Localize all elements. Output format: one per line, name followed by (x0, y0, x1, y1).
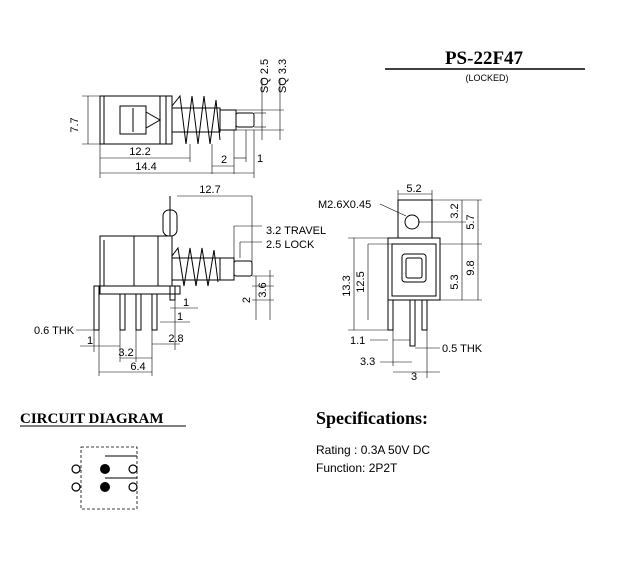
side-body-outline (99, 235, 173, 287)
end-pin-left (387, 299, 394, 331)
dim-14-4: 14.4 (135, 161, 156, 173)
dim-lock: 2.5 LOCK (266, 239, 315, 251)
dim-3-2: 3.2 (118, 347, 133, 359)
dim-13-3: 13.3 (341, 275, 353, 296)
dim-0-6-thk: 0.6 THK (34, 325, 75, 337)
specifications: Specifications: Rating : 0.3A 50V DC Fun… (316, 408, 430, 475)
side-pin-3 (135, 293, 142, 331)
spec-function: Function: 2P2T (316, 461, 398, 475)
top-plunger-tip (235, 112, 255, 128)
dim-3-2-end: 3.2 (449, 203, 461, 218)
dim-12-5: 12.5 (355, 271, 367, 292)
dim-3-3-end: 3.3 (360, 356, 375, 368)
top-window (119, 105, 147, 135)
dim-height-7-7: 7.7 (69, 117, 81, 132)
dim-sq-3-3: SQ 3.3 (277, 59, 289, 93)
top-view: 7.7 SQ 2.5 SQ 3.3 12.2 14.4 2 1 (69, 59, 289, 178)
dim-12-2: 12.2 (129, 146, 150, 158)
side-plunger-collar (219, 257, 235, 281)
end-thread-hole (404, 214, 420, 230)
contact-common-2 (100, 482, 110, 492)
dim-5-2: 5.2 (406, 183, 421, 195)
dim-1-upper: 1 (183, 297, 189, 309)
side-pin-4 (151, 293, 158, 331)
dim-1-left: 1 (87, 335, 93, 347)
circuit-title: CIRCUIT DIAGRAM (20, 411, 163, 427)
dim-3: 3 (411, 371, 417, 383)
end-body-outline (387, 237, 441, 301)
contact-common-1 (100, 464, 110, 474)
dim-2: 2 (221, 154, 227, 166)
side-plunger-tip (233, 260, 253, 277)
side-spring (171, 246, 219, 287)
spec-rating: Rating : 0.3A 50V DC (316, 443, 430, 457)
dim-1-1: 1.1 (350, 335, 365, 347)
model-subtitle: (LOCKED) (465, 73, 508, 83)
dim-2-8: 2.8 (168, 333, 183, 345)
top-spring (171, 94, 221, 145)
header: PS-22F47 (LOCKED) (385, 48, 585, 83)
dim-1: 1 (257, 153, 263, 165)
dim-3-6: 3.6 (257, 282, 269, 297)
contact-open-1 (71, 464, 81, 474)
side-pin-1 (93, 285, 100, 331)
dim-1-mid: 1 (177, 311, 183, 323)
end-pin-right (421, 299, 428, 331)
top-arrow (145, 111, 162, 129)
side-pin-5 (169, 285, 176, 301)
contact-open-2 (128, 464, 138, 474)
side-view: 12.7 3.2 TRAVEL 2.5 LOCK 2 3.6 0.6 THK 1… (34, 184, 326, 376)
top-plunger-collar (219, 109, 237, 131)
contact-open-4 (128, 482, 138, 492)
end-plunger (401, 253, 427, 283)
circuit-diagram: CIRCUIT DIAGRAM (20, 411, 186, 510)
dim-5-3: 5.3 (449, 274, 461, 289)
dim-sq-2-5: SQ 2.5 (259, 59, 271, 93)
dim-0-5-thk: 0.5 THK (442, 343, 483, 355)
end-view: M2.6X0.45 5.2 3.2 5.7 5.3 9.8 13.3 12.5 … (318, 183, 483, 383)
dim-5-7: 5.7 (465, 214, 477, 229)
end-mount-tab (397, 199, 433, 239)
end-pin-mid (409, 299, 416, 347)
dim-thread: M2.6X0.45 (318, 199, 371, 211)
dim-travel: 3.2 TRAVEL (266, 225, 326, 237)
dim-9-8: 9.8 (465, 260, 477, 275)
side-pin-2 (119, 293, 126, 331)
dim-2-side: 2 (241, 297, 253, 303)
spec-title: Specifications: (316, 408, 428, 428)
dim-12-7: 12.7 (199, 184, 220, 196)
model-title: PS-22F47 (445, 48, 524, 69)
top-body-outline (99, 95, 173, 145)
contact-open-3 (71, 482, 81, 492)
dim-6-4: 6.4 (130, 361, 145, 373)
